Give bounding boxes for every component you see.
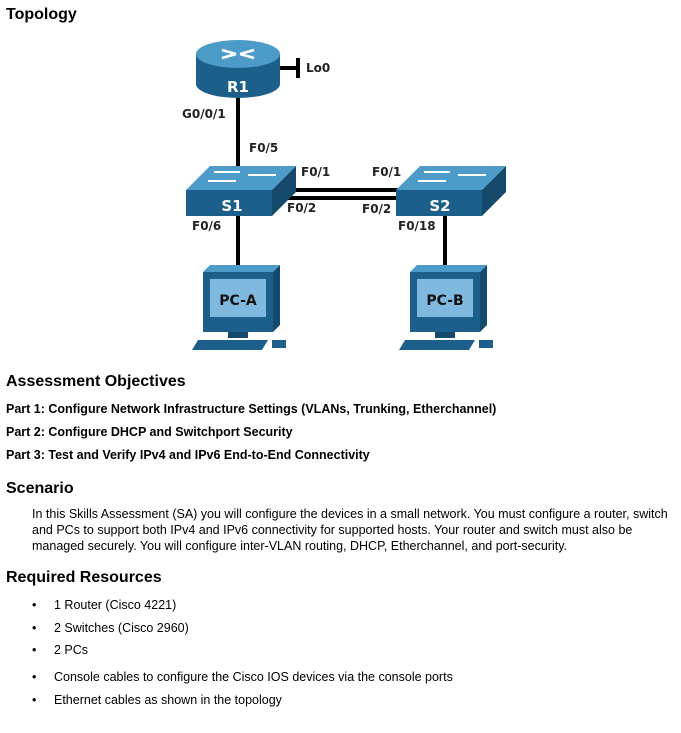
s1-f02-label: F0/2 [287,201,317,215]
topology-diagram: R1 S1 S2 PC-A PC-B [186,40,506,350]
g001-label: G0/0/1 [182,107,226,121]
router-r1-icon: R1 [196,40,280,98]
scenario-heading: Scenario [6,480,74,497]
pcb-label: PC-B [426,293,463,309]
f018-label: F0/18 [398,219,436,233]
objective-part-3: Part 3: Test and Verify IPv4 and IPv6 En… [6,448,370,462]
resource-text: 2 Switches (Cisco 2960) [54,621,189,635]
switch-s1-icon: S1 [186,166,296,216]
bullet-icon: • [32,621,37,635]
objective-part-2: Part 2: Configure DHCP and Switchport Se… [6,425,293,439]
pca-label: PC-A [219,293,257,309]
s2-label: S2 [429,197,450,215]
resource-text: 2 PCs [54,643,89,657]
topology-heading: Topology [6,6,77,23]
bullet-icon: • [32,670,37,684]
resource-item: • 2 Switches (Cisco 2960) [32,621,189,635]
bullet-icon: • [32,598,37,612]
pc-b-icon: PC-B [399,265,493,350]
switch-s2-icon: S2 [396,166,506,216]
s2-f01-label: F0/1 [372,165,402,179]
objective-part-1: Part 1: Configure Network Infrastructure… [6,402,497,416]
resource-text: Console cables to configure the Cisco IO… [54,670,453,684]
s1-label: S1 [221,197,242,215]
resource-item: • Ethernet cables as shown in the topolog… [32,693,282,707]
r1-label: R1 [227,78,249,96]
lo0-label: Lo0 [306,61,331,75]
f05-label: F0/5 [249,141,279,155]
pc-a-icon: PC-A [192,265,286,350]
s1-f01-label: F0/1 [301,165,331,179]
resources-heading: Required Resources [6,569,162,586]
s2-f02-label: F0/2 [362,202,392,216]
resource-item: • Console cables to configure the Cisco I… [32,670,453,684]
resource-item: • 2 PCs [32,643,88,657]
objectives-heading: Assessment Objectives [6,373,186,390]
bullet-icon: • [32,643,37,657]
bullet-icon: • [32,693,37,707]
resource-text: Ethernet cables as shown in the topology [54,693,282,707]
resource-text: 1 Router (Cisco 4221) [54,598,177,612]
resource-item: • 1 Router (Cisco 4221) [32,598,176,612]
f06-label: F0/6 [192,219,222,233]
scenario-text: In this Skills Assessment (SA) you will … [32,507,668,553]
